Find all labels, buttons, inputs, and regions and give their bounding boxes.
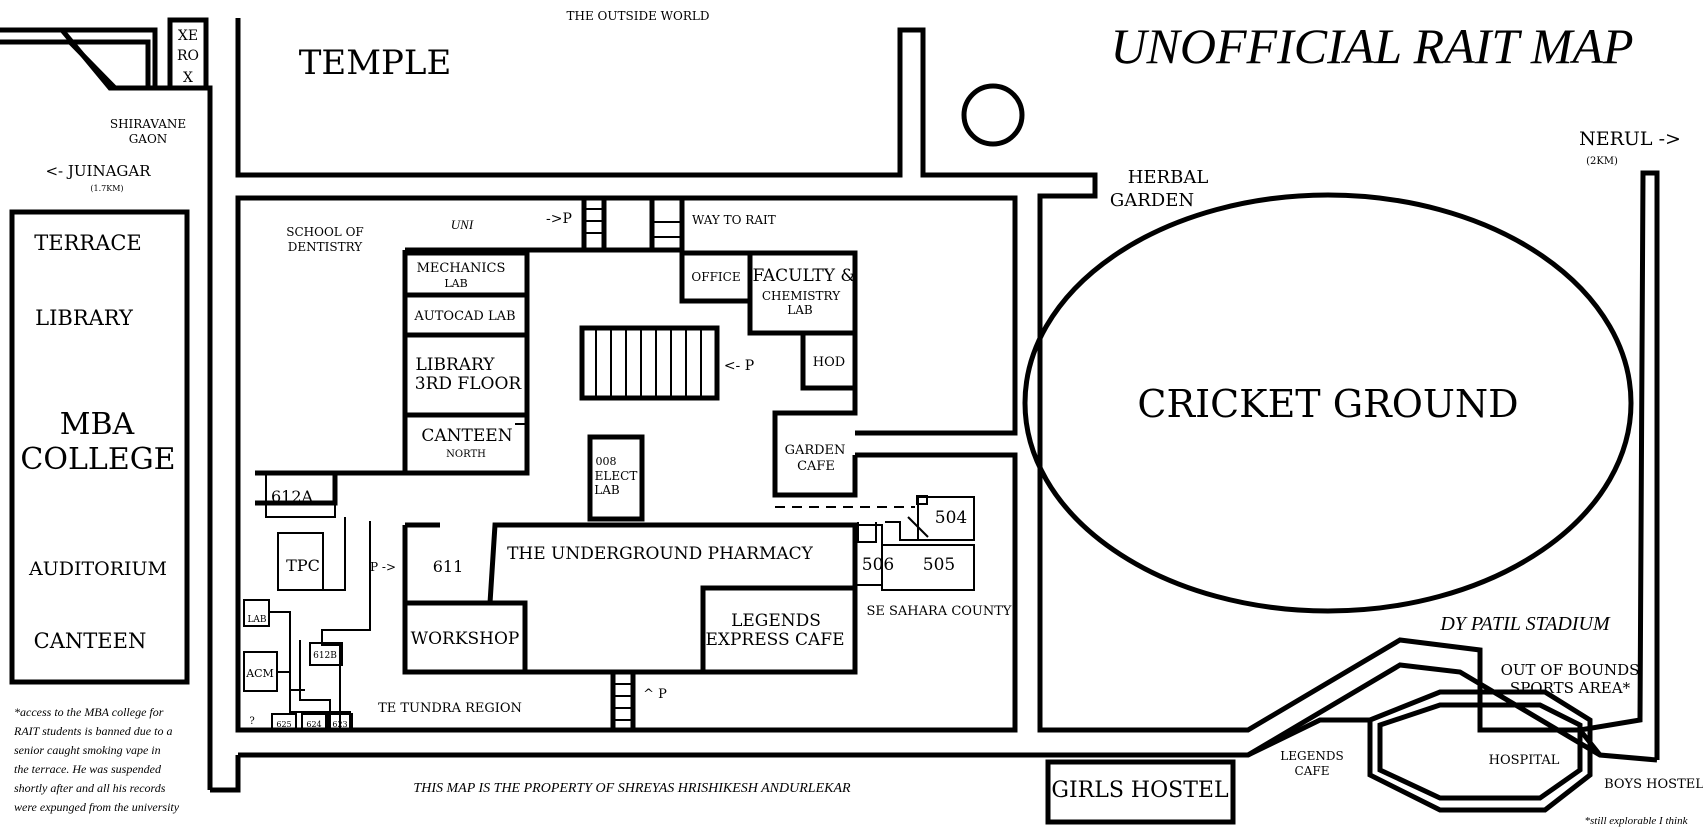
dy-patil-label: DY PATIL STADIUM [1439, 613, 1611, 635]
mba-college: TERRACE LIBRARY MBA COLLEGE AUDITORIUM C… [9, 209, 190, 685]
hospital-area: HOSPITAL [1246, 689, 1593, 813]
mba-footnote: *access to the MBA college for RAIT stud… [13, 705, 180, 814]
acm-label: ACM [245, 667, 274, 680]
office-label: OFFICE [691, 270, 740, 284]
nerul-label: NERUL -> [1579, 128, 1681, 150]
mba-footnote-line-5: shortly after and all his records [14, 781, 166, 795]
campus-labels: SCHOOL OF DENTISTRY UNI ->P WAY TO RAIT … [245, 211, 1012, 729]
room-611-label: 611 [433, 557, 464, 576]
mba-college-title-2: COLLEGE [20, 442, 175, 477]
room-625-label: 625 [276, 720, 291, 729]
parking-mid-label: <- P [724, 358, 754, 374]
te-tundra-label: TE TUNDRA REGION [378, 701, 522, 716]
tpc-label: TPC [286, 556, 320, 575]
xerox-shop: XE RO X [0, 17, 209, 91]
room-505-label: 505 [923, 555, 955, 575]
faculty-label: FACULTY & [753, 266, 856, 286]
boys-hostel-label: BOYS HOSTEL [1604, 777, 1703, 792]
mba-footnote-line-1: *access to the MBA college for [14, 705, 164, 719]
juinagar-distance: (1.7KM) [90, 184, 123, 193]
legends-cafe-outside-label-1: LEGENDS [1280, 749, 1343, 763]
herbal-garden-label-1: HERBAL [1128, 167, 1209, 188]
hod-label: HOD [813, 355, 845, 370]
shiravane-label-2: GAON [129, 132, 168, 146]
way-to-rait-label: WAY TO RAIT [692, 213, 776, 227]
underground-pharmacy-label: THE UNDERGROUND PHARMACY [507, 544, 814, 564]
elect-lab-label-2: ELECT [595, 469, 638, 483]
mba-canteen: CANTEEN [34, 629, 147, 653]
canteen-north-label-1: CANTEEN [421, 426, 512, 446]
school-dentistry-label-2: DENTISTRY [288, 240, 364, 254]
mba-footnote-line-2: RAIT students is banned due to a [13, 724, 172, 738]
garden-cafe-label-1: GARDEN [785, 443, 846, 458]
parking-left-label: P -> [370, 560, 396, 574]
herbal-garden-label-2: GARDEN [1110, 190, 1194, 211]
lab-label: LAB [247, 615, 266, 625]
legends-express-label-2: EXPRESS CAFE [705, 630, 844, 650]
question-label: ? [249, 716, 254, 727]
school-dentistry-label-1: SCHOOL OF [286, 225, 364, 239]
elect-lab-label-3: LAB [594, 483, 620, 497]
girls-hostel [1045, 759, 1236, 825]
room-612b-label: 612B [313, 651, 337, 661]
nerul-distance: (2KM) [1586, 156, 1618, 167]
mba-footnote-line-6: were expunged from the university [14, 800, 180, 814]
mba-auditorium: AUDITORIUM [28, 558, 167, 580]
mba-library: LIBRARY [35, 306, 134, 330]
xerox-label-2: RO [177, 48, 199, 64]
legends-express-label-1: LEGENDS [731, 611, 821, 631]
chemistry-lab-label-2: LAB [787, 303, 813, 317]
se-sahara-label: SE SAHARA COUNTY [866, 604, 1011, 619]
elect-lab-label-1: 008 [596, 455, 617, 468]
autocad-lab-label: AUTOCAD LAB [413, 309, 515, 324]
still-explorable-note: *still explorable I think [1585, 815, 1689, 827]
out-of-bounds-label-1: OUT OF BOUNDS [1501, 661, 1640, 679]
chemistry-lab-label-1: CHEMISTRY [762, 289, 841, 303]
mechanics-lab-label-2: LAB [444, 277, 467, 290]
shiravane-label-1: SHIRAVANE [110, 117, 186, 131]
parking-top-label: ->P [546, 211, 572, 227]
roundabout [961, 83, 1025, 147]
temple-label: TEMPLE [299, 43, 452, 83]
workshop-label: WORKSHOP [411, 629, 520, 649]
canteen-north-label-2: NORTH [446, 449, 486, 460]
girls-hostel-label: GIRLS HOSTEL [1051, 778, 1229, 803]
library-3rd-label-2: 3RD FLOOR [415, 374, 523, 394]
hospital-label: HOSPITAL [1489, 753, 1560, 768]
map-title: UNOFFICIAL RAIT MAP [1110, 18, 1633, 74]
mechanics-lab-label-1: MECHANICS [417, 261, 506, 276]
juinagar-label: <- JUINAGAR [45, 162, 151, 180]
legends-cafe-outside-label-2: CAFE [1295, 764, 1330, 778]
outside-world-label: THE OUTSIDE WORLD [567, 9, 710, 23]
room-612a-label: 612A [271, 487, 314, 506]
property-note: THIS MAP IS THE PROPERTY OF SHREYAS HRIS… [413, 781, 851, 796]
mba-footnote-line-3: senior caught smoking vape in [14, 743, 161, 757]
uni-label: UNI [451, 217, 474, 232]
xerox-label-3: X [183, 70, 193, 86]
library-3rd-label-1: LIBRARY [415, 355, 495, 375]
cricket-ground [1022, 192, 1634, 614]
mba-terrace: TERRACE [34, 231, 142, 255]
room-624-label: 624 [306, 720, 321, 729]
garden-cafe-label-2: CAFE [797, 459, 835, 474]
mba-college-title-1: MBA [60, 407, 135, 442]
main-campus [235, 195, 1018, 733]
xerox-label-1: XE [178, 28, 198, 44]
parking-bottom-label: ^ P [643, 687, 667, 702]
room-504-label: 504 [935, 508, 967, 528]
mba-footnote-line-4: the terrace. He was suspended [14, 762, 162, 776]
room-623-label: 623 [332, 720, 347, 729]
room-506-label: 506 [862, 555, 894, 575]
cricket-ground-label: CRICKET GROUND [1137, 382, 1518, 426]
